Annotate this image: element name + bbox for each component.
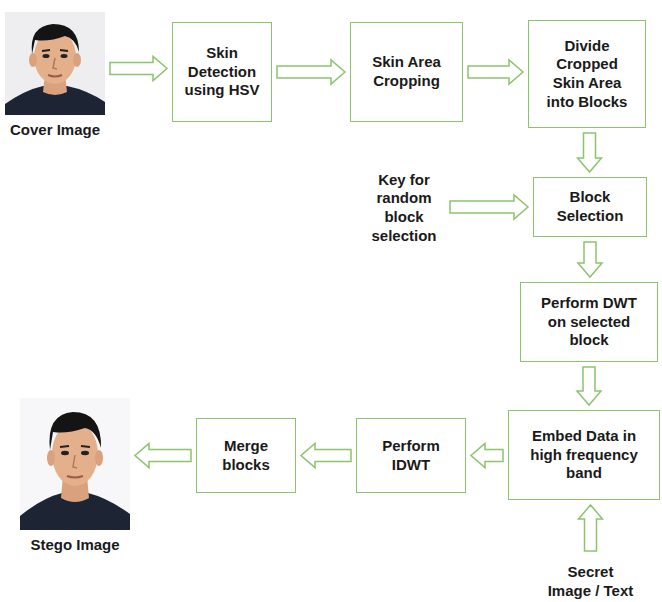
node-label: Secret Image / Text	[544, 563, 637, 601]
stego-image: Stego Image	[20, 398, 130, 530]
process-box: Block Selection	[533, 177, 647, 237]
node-label: Cover Image	[0, 121, 135, 140]
node-label: Stego Image	[0, 536, 160, 555]
node-label: Key for random block selection	[363, 171, 445, 246]
block-arrow	[471, 444, 503, 468]
node-label: Perform IDWT	[367, 437, 455, 475]
process-box: Perform DWT on selected block	[520, 282, 658, 362]
text-wrap: Block Selection	[544, 188, 636, 226]
text-wrap: Secret Image / Text	[544, 563, 637, 601]
text-wrap: Merge blocks	[207, 437, 285, 475]
text-wrap: Skin Detection using HSV	[183, 44, 261, 100]
cover-image: Cover Image	[5, 12, 105, 115]
block-arrow	[468, 60, 523, 84]
node-label: Block Selection	[544, 188, 636, 226]
text-wrap: Key for random block selection	[363, 171, 445, 246]
process-box: Skin Detection using HSV	[172, 22, 272, 122]
secret-input: Secret Image / Text	[544, 556, 637, 602]
process-box: Perform IDWT	[356, 418, 466, 493]
block-arrow	[301, 444, 351, 468]
process-box: Skin Area Cropping	[350, 22, 463, 122]
text-wrap: Embed Data in high frequency band	[519, 427, 649, 483]
block-arrow	[578, 242, 602, 277]
node-label: Skin Detection using HSV	[183, 44, 261, 100]
key-input: Key for random block selection	[363, 158, 445, 258]
text-wrap: Perform IDWT	[367, 437, 455, 475]
node-label: Merge blocks	[207, 437, 285, 475]
process-box: Merge blocks	[196, 418, 296, 493]
cover-photo	[5, 12, 105, 115]
node-label: Perform DWT on selected block	[531, 294, 647, 350]
block-arrow	[450, 195, 528, 219]
text-wrap: Divide Cropped Skin Area into Blocks	[539, 37, 635, 112]
node-label: Skin Area Cropping	[361, 53, 452, 91]
block-arrow	[110, 57, 167, 81]
node-label: Divide Cropped Skin Area into Blocks	[539, 37, 635, 112]
stego-photo	[20, 398, 130, 530]
text-wrap: Skin Area Cropping	[361, 53, 452, 91]
block-arrow	[135, 444, 191, 468]
block-arrow	[277, 60, 345, 84]
process-box: Divide Cropped Skin Area into Blocks	[528, 20, 646, 128]
block-arrow	[578, 133, 602, 172]
process-box: Embed Data in high frequency band	[508, 410, 660, 500]
text-wrap: Perform DWT on selected block	[531, 294, 647, 350]
block-arrow	[577, 367, 601, 405]
node-label: Embed Data in high frequency band	[519, 427, 649, 483]
block-arrow	[579, 505, 603, 551]
